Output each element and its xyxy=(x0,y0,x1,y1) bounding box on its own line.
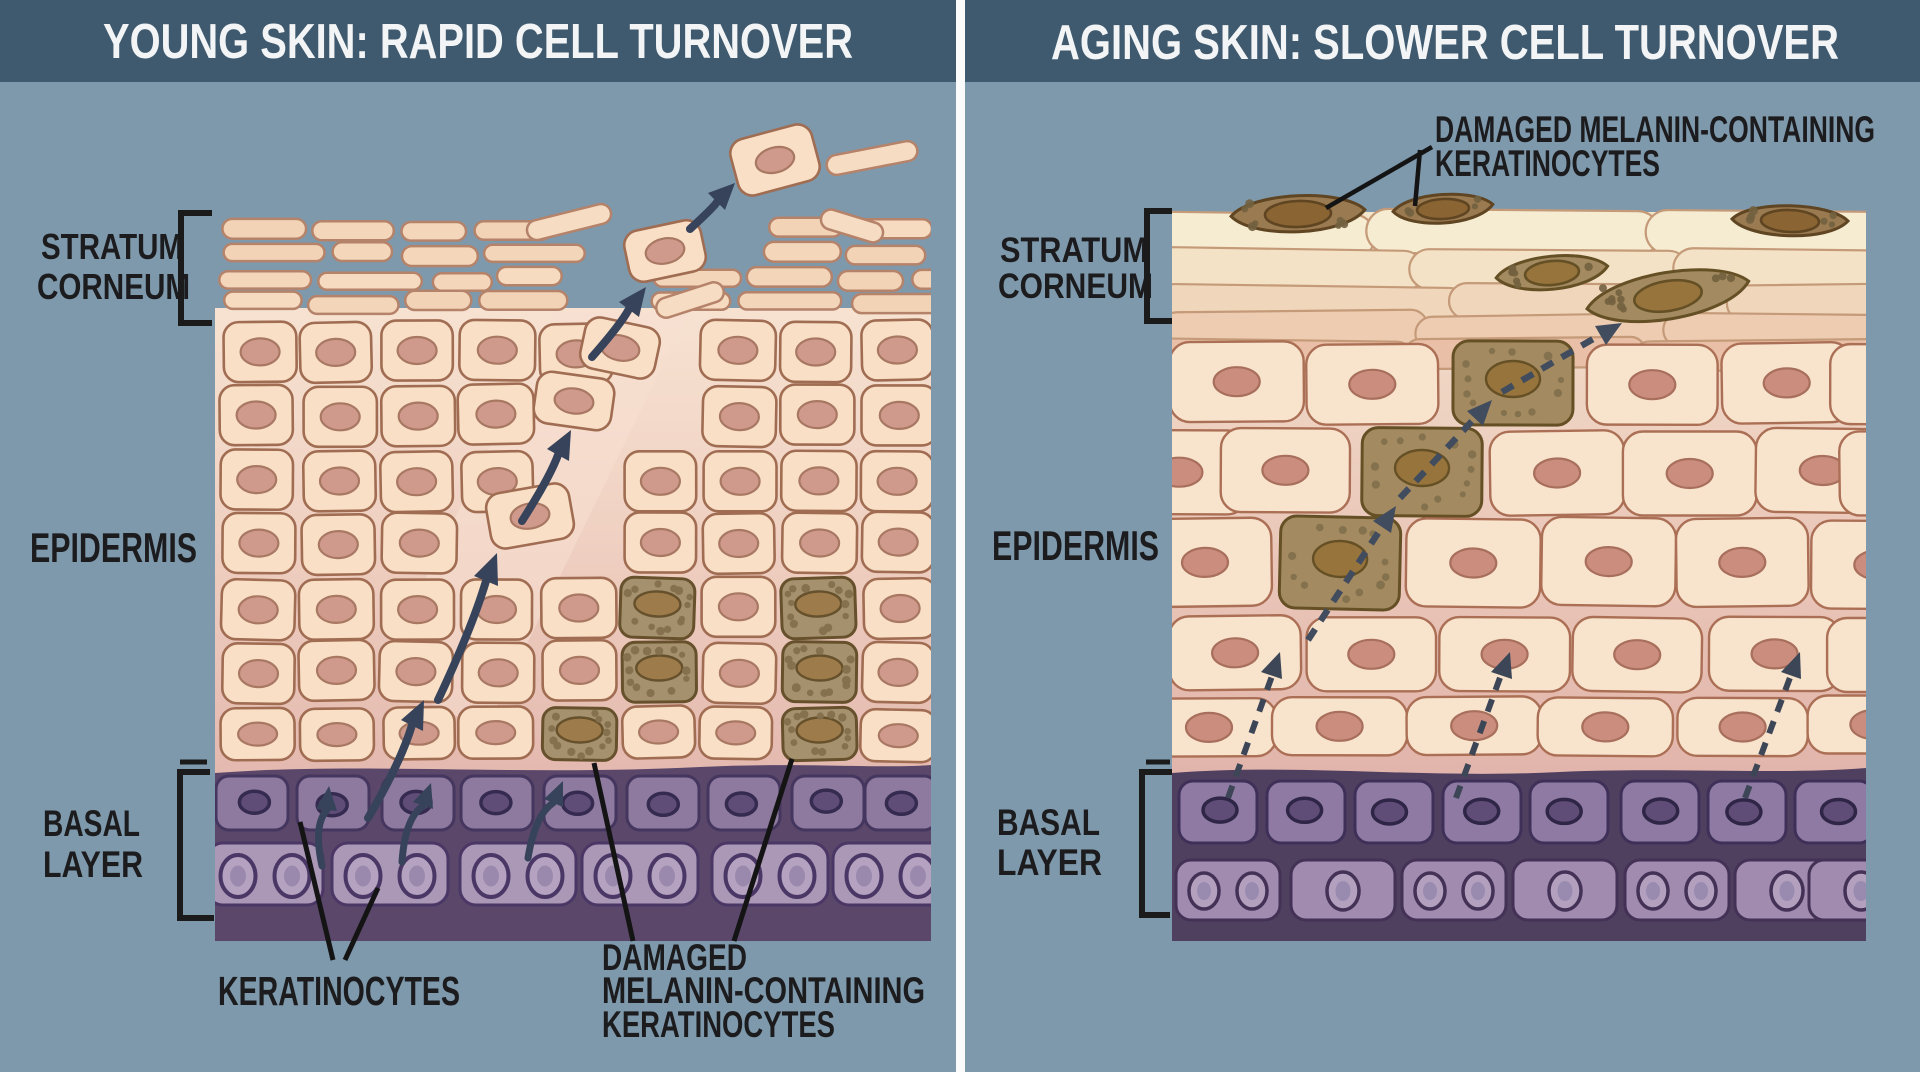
svg-text:AGING SKIN: SLOWER CELL TURNOV: AGING SKIN: SLOWER CELL TURNOVER xyxy=(1051,16,1839,70)
svg-text:EPIDERMIS: EPIDERMIS xyxy=(992,522,1159,569)
svg-text:KERATINOCYTES: KERATINOCYTES xyxy=(602,1004,835,1045)
svg-text:KERATINOCYTES: KERATINOCYTES xyxy=(218,968,460,1014)
svg-text:LAYER: LAYER xyxy=(43,844,143,885)
svg-text:DAMAGED MELANIN-CONTAINING: DAMAGED MELANIN-CONTAINING xyxy=(1435,109,1875,150)
svg-text:STRATUM: STRATUM xyxy=(41,226,183,267)
svg-text:EPIDERMIS: EPIDERMIS xyxy=(30,524,197,571)
svg-text:MELANIN-CONTAINING: MELANIN-CONTAINING xyxy=(602,970,925,1011)
svg-text:DAMAGED: DAMAGED xyxy=(602,937,747,978)
svg-text:LAYER: LAYER xyxy=(997,842,1102,883)
svg-text:BASAL: BASAL xyxy=(997,802,1100,843)
svg-text:KERATINOCYTES: KERATINOCYTES xyxy=(1435,143,1660,184)
svg-text:STRATUM: STRATUM xyxy=(1000,231,1148,270)
svg-text:CORNEUM: CORNEUM xyxy=(37,266,190,307)
svg-text:CORNEUM: CORNEUM xyxy=(998,267,1153,306)
svg-text:YOUNG SKIN: RAPID CELL TURNOVE: YOUNG SKIN: RAPID CELL TURNOVER xyxy=(103,15,853,69)
svg-text:BASAL: BASAL xyxy=(43,803,140,844)
